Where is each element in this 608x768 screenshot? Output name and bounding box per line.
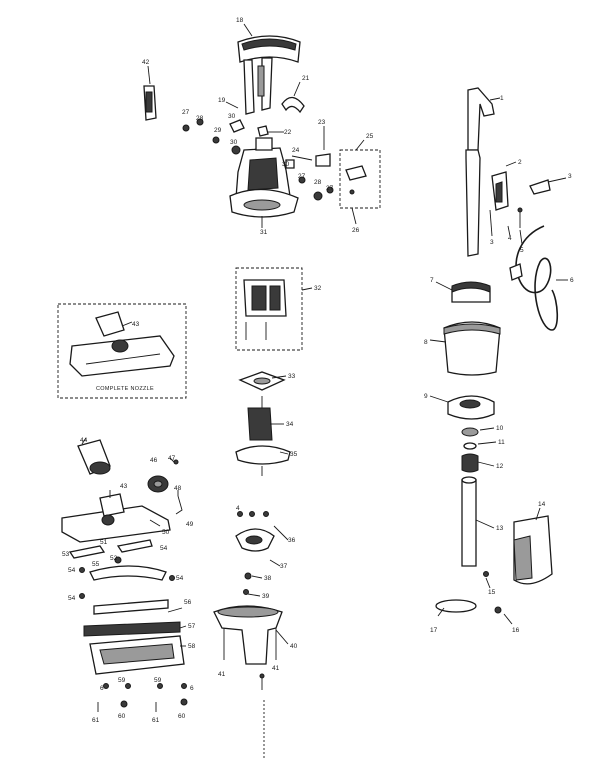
label-36: 36 <box>288 537 296 544</box>
label-34: 34 <box>286 421 294 428</box>
label-14: 14 <box>538 501 546 508</box>
label-46: 46 <box>150 457 158 464</box>
label-10: 10 <box>496 425 504 432</box>
label-9: 9 <box>424 393 428 400</box>
label-27c: 27 <box>326 185 334 192</box>
label-4b: 4 <box>236 505 240 512</box>
label-32: 32 <box>314 285 322 292</box>
label-24: 24 <box>292 147 300 154</box>
label-19: 19 <box>218 97 226 104</box>
label-28b: 28 <box>314 179 322 186</box>
label-6b: 6 <box>100 685 104 692</box>
nozzle-exploded-parts <box>61 437 188 712</box>
label-31: 31 <box>260 229 268 236</box>
label-3b: 3 <box>490 239 494 246</box>
complete-nozzle-inset: COMPLETE NOZZLE <box>57 303 187 399</box>
label-6: 6 <box>570 277 574 284</box>
label-21: 21 <box>302 75 310 82</box>
label-15: 15 <box>488 589 496 596</box>
label-41b: 41 <box>272 665 280 672</box>
inset-caption: COMPLETE NOZZLE <box>96 386 154 392</box>
label-38: 38 <box>264 575 272 582</box>
label-11: 11 <box>498 439 505 446</box>
label-1: 1 <box>500 95 504 102</box>
motor-housing-assembly <box>143 23 381 228</box>
label-60b: 60 <box>178 713 186 720</box>
label-6c: 6 <box>190 685 194 692</box>
label-54b: 54 <box>68 567 76 574</box>
label-30c: 30 <box>282 161 290 168</box>
label-3a: 3 <box>568 173 572 180</box>
label-48: 48 <box>174 485 182 492</box>
label-39: 39 <box>262 593 270 600</box>
label-27b: 27 <box>298 173 306 180</box>
label-22: 22 <box>284 129 292 136</box>
label-26: 26 <box>352 227 360 234</box>
label-43a: 43 <box>132 321 140 328</box>
label-50: 50 <box>162 529 170 536</box>
label-12: 12 <box>496 463 504 470</box>
label-37: 37 <box>280 563 288 570</box>
label-33: 33 <box>288 373 296 380</box>
label-56: 56 <box>184 599 192 606</box>
label-61b: 61 <box>152 717 160 724</box>
label-42: 42 <box>142 59 150 66</box>
label-51: 51 <box>100 539 108 546</box>
fan-assembly <box>213 511 289 760</box>
label-5: 5 <box>520 247 524 254</box>
label-41a: 41 <box>218 671 226 678</box>
label-54a: 54 <box>160 545 168 552</box>
label-2: 2 <box>518 159 522 166</box>
label-43b: 43 <box>120 483 128 490</box>
label-57: 57 <box>188 623 196 630</box>
label-47: 47 <box>168 455 176 462</box>
label-58: 58 <box>188 643 196 650</box>
label-40: 40 <box>290 643 298 650</box>
label-28a: 28 <box>196 115 204 122</box>
label-27a: 27 <box>182 109 190 116</box>
label-54d: 54 <box>68 595 76 602</box>
label-54c: 54 <box>176 575 184 582</box>
label-44: 44 <box>80 437 88 444</box>
label-55: 55 <box>92 561 100 568</box>
motor-assembly <box>235 267 313 476</box>
label-25: 25 <box>366 133 374 140</box>
label-35: 35 <box>290 451 298 458</box>
label-59b: 59 <box>154 677 162 684</box>
label-52: 52 <box>110 555 118 562</box>
label-17: 17 <box>430 627 438 634</box>
label-53: 53 <box>62 551 70 558</box>
label-59a: 59 <box>118 677 126 684</box>
label-60a: 60 <box>118 713 126 720</box>
label-30b: 30 <box>230 139 238 146</box>
label-4: 4 <box>508 235 512 242</box>
dirt-cup-stack <box>429 281 553 625</box>
handle-and-cord-assembly <box>465 87 568 331</box>
label-49: 49 <box>186 521 194 528</box>
label-61a: 61 <box>92 717 100 724</box>
label-30a: 30 <box>228 113 236 120</box>
label-23: 23 <box>318 119 326 126</box>
label-13: 13 <box>496 525 504 532</box>
label-16: 16 <box>512 627 520 634</box>
label-8: 8 <box>424 339 428 346</box>
label-29a: 29 <box>214 127 222 134</box>
label-7: 7 <box>430 277 434 284</box>
label-18: 18 <box>236 17 244 24</box>
part-number-labels: 18 42 21 19 30 27 28 29 30 22 23 24 25 3… <box>62 17 574 724</box>
